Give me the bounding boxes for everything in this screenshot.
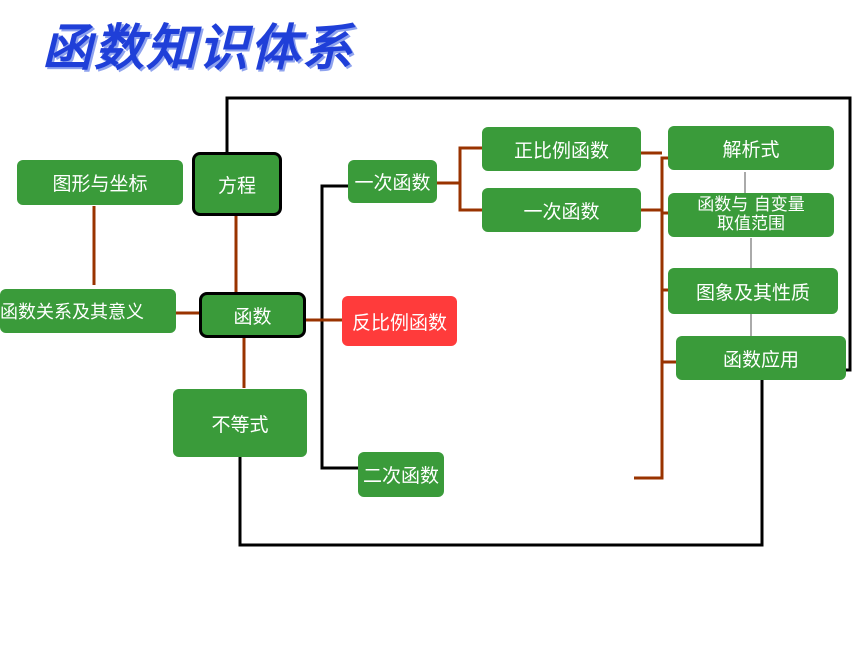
- node-tuxiang-xingzhi: 图象及其性质: [668, 268, 838, 314]
- page-title: 函数知识体系: [42, 18, 354, 77]
- node-tuxing-zuobiao: 图形与坐标: [17, 160, 183, 205]
- bracket-line-left: [320, 184, 360, 470]
- node-erci-hanshu: 二次函数: [358, 452, 444, 497]
- node-hanshu-yingyong: 函数应用: [676, 336, 846, 380]
- node-fanbili-hanshu: 反比例函数: [342, 296, 457, 346]
- node-zibianliang: 函数与 自变量 取值范围: [668, 193, 834, 237]
- node-yici-hanshu: 一次函数: [348, 160, 437, 203]
- node-jiexishi: 解析式: [668, 126, 834, 170]
- node-budengshi: 不等式: [173, 389, 307, 457]
- bracket-right: [634, 156, 668, 480]
- loop-line-bottom: [238, 378, 764, 547]
- node-zhengbili-hanshu: 正比例函数: [482, 127, 641, 171]
- node-zibianliang-line2: 取值范围: [717, 214, 785, 234]
- node-fangcheng: 方程: [192, 152, 282, 216]
- bracket-yici: [458, 146, 482, 212]
- node-hanshu: 函数: [199, 292, 306, 338]
- node-yici-hanshu-sub: 一次函数: [482, 188, 641, 232]
- node-zibianliang-line1: 函数与 自变量: [697, 195, 805, 215]
- node-hanshu-guanxi: 函数关系及其意义: [0, 289, 176, 333]
